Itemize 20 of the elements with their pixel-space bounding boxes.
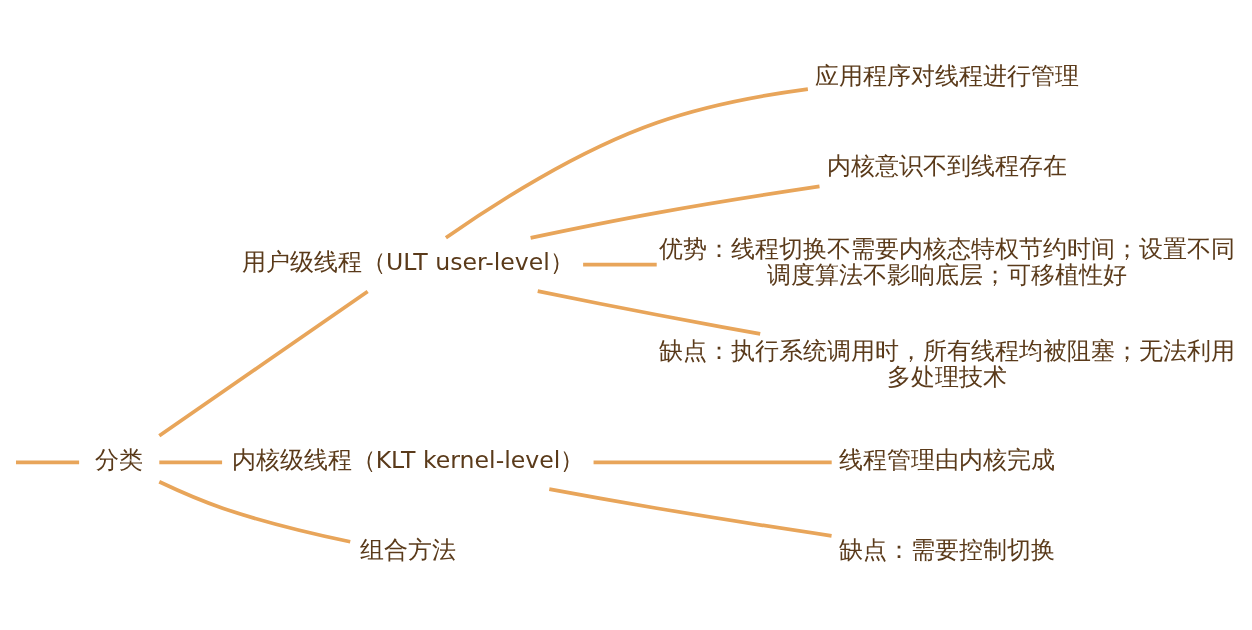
node-text: 内核级线程（KLT kernel-level） <box>231 445 585 474</box>
node-text: 线程管理由内核完成 <box>838 445 1055 474</box>
node-text: 组合方法 <box>359 535 456 564</box>
connector <box>158 479 351 544</box>
node-text: 优势：线程切换不需要内核态特权节约时间；设置不同调度算法不影响底层；可移植性好 <box>658 234 1235 289</box>
connector <box>444 86 809 239</box>
node-text: 缺点：需要控制切换 <box>838 535 1055 564</box>
connector <box>537 288 761 336</box>
node-text: 应用程序对线程进行管理 <box>814 61 1079 90</box>
connector <box>548 486 832 538</box>
connector <box>16 460 80 464</box>
connector <box>158 289 369 437</box>
node-text: 缺点：执行系统调用时，所有线程均被阻塞；无法利用多处理技术 <box>658 336 1235 391</box>
connector <box>593 460 832 464</box>
connector <box>530 184 820 240</box>
connector <box>159 460 223 464</box>
connector <box>583 262 657 266</box>
node-text: 内核意识不到线程存在 <box>826 151 1067 180</box>
node-text: 分类 <box>95 445 144 474</box>
node-text: 用户级线程（ULT user-level） <box>242 247 574 276</box>
